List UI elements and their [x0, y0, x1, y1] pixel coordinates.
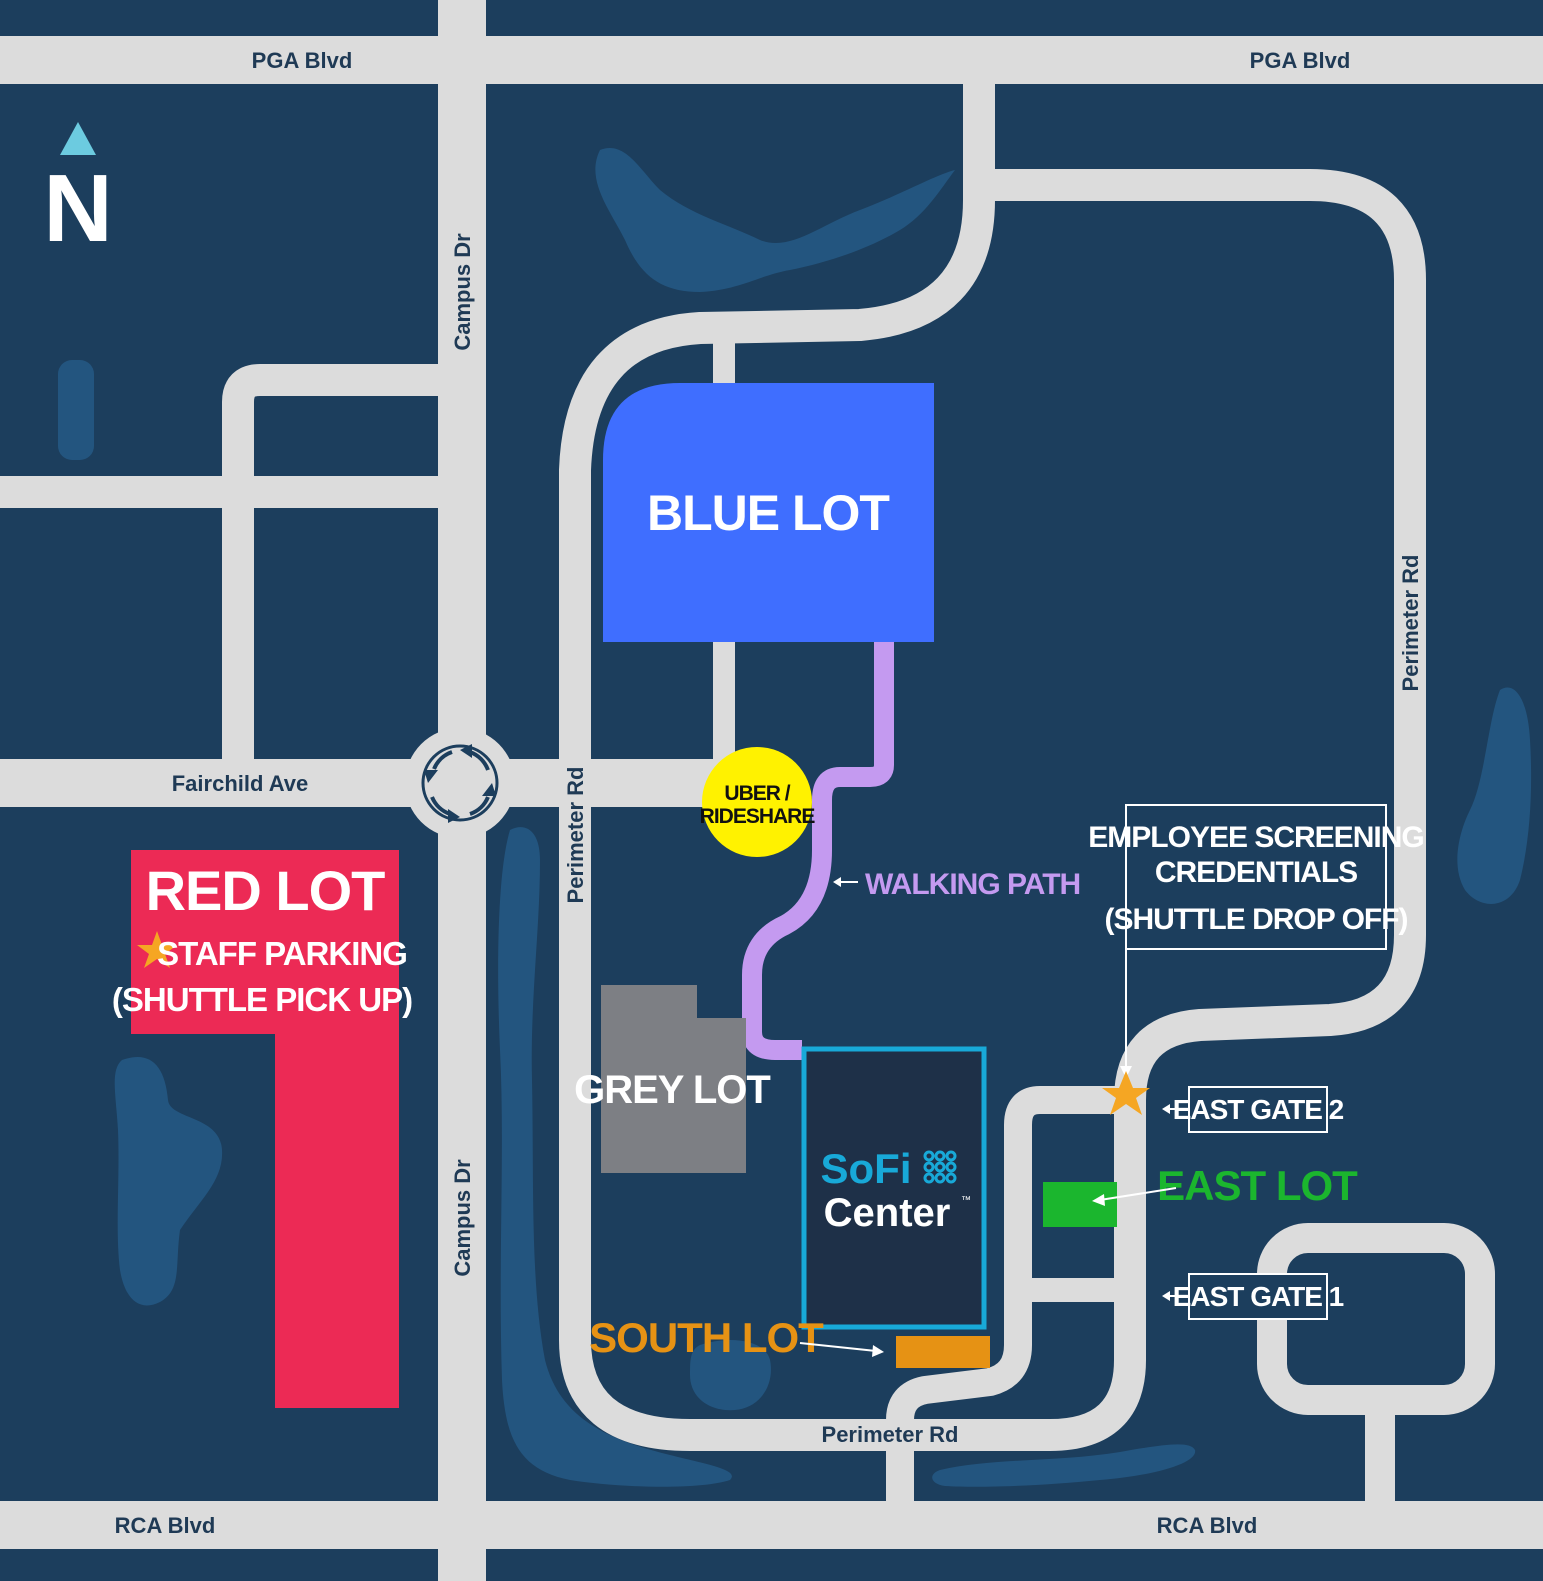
perimeter-rd-label-bottom: Perimeter Rd: [822, 1422, 959, 1447]
south-lot: SOUTH LOT: [589, 1314, 990, 1368]
walking-path: [742, 642, 894, 1060]
sofi-center-venue: SoFi Center ™: [801, 1046, 987, 1330]
north-letter: N: [43, 155, 112, 262]
employee-screening-callout: EMPLOYEE SCREENING CREDENTIALS (SHUTTLE …: [1088, 804, 1425, 1115]
pga-blvd-label-left: PGA Blvd: [252, 48, 353, 73]
perimeter-rd-label-right: Perimeter Rd: [1398, 555, 1423, 692]
campus-dr-label-top: Campus Dr: [450, 233, 475, 351]
water-bodies: [58, 148, 1532, 1487]
pga-blvd-label-right: PGA Blvd: [1250, 48, 1351, 73]
dropoff-star-icon: [1102, 1071, 1150, 1115]
screening-line2: CREDENTIALS: [1155, 856, 1357, 889]
west-loop-road: [222, 364, 440, 770]
pond-north: [595, 148, 955, 292]
venue-name-sofi: SoFi: [821, 1145, 912, 1192]
staff-star-icon: [137, 931, 177, 968]
north-compass: N: [43, 122, 113, 262]
pond-west-small: [58, 360, 94, 460]
north-arrow-icon: [60, 122, 96, 155]
red-lot-label: RED LOT: [146, 859, 386, 922]
road-labels: PGA Blvd PGA Blvd RCA Blvd RCA Blvd Fair…: [115, 48, 1423, 1538]
red-lot-shuttle: (SHUTTLE PICK UP): [112, 981, 412, 1018]
rca-blvd-label-right: RCA Blvd: [1157, 1513, 1258, 1538]
east-lot-loop: [886, 1086, 1130, 1525]
screening-line1: EMPLOYEE SCREENING: [1088, 821, 1423, 854]
venue-name-center: Center: [824, 1191, 951, 1235]
east-lot: EAST LOT: [1043, 1162, 1359, 1227]
pond-east: [1457, 687, 1532, 904]
roundabout: [405, 728, 515, 838]
east-lot-label: EAST LOT: [1157, 1162, 1358, 1209]
red-lot-staff-parking: STAFF PARKING: [157, 935, 407, 972]
rideshare-line2: RIDESHARE: [700, 805, 816, 828]
pond-south: [690, 1340, 771, 1411]
blue-lot-label: BLUE LOT: [647, 485, 889, 541]
pond-southeast: [932, 1444, 1196, 1487]
rca-blvd-label-left: RCA Blvd: [115, 1513, 216, 1538]
fairchild-ave-label: Fairchild Ave: [172, 771, 309, 796]
rideshare-line1: UBER /: [724, 782, 790, 805]
east-gate-1-label: EAST GATE 1: [1173, 1281, 1344, 1312]
red-lot: RED LOT STAFF PARKING (SHUTTLE PICK UP): [112, 850, 413, 1408]
pond-center-west: [498, 827, 732, 1487]
south-lot-label: SOUTH LOT: [589, 1314, 824, 1361]
walking-path-label: WALKING PATH: [865, 868, 1080, 901]
pond-west-large: [114, 1056, 223, 1306]
east-gate-1: EAST GATE 1: [1162, 1273, 1345, 1320]
grey-lot: GREY LOT: [574, 985, 771, 1173]
walking-path-callout: WALKING PATH: [833, 868, 1081, 901]
campus-dr-label-bottom: Campus Dr: [450, 1159, 475, 1277]
blue-lot: BLUE LOT: [603, 383, 934, 642]
perimeter-rd-label-left: Perimeter Rd: [563, 767, 588, 904]
grey-lot-label: GREY LOT: [574, 1068, 770, 1112]
screening-line3: (SHUTTLE DROP OFF): [1104, 903, 1407, 936]
east-gate-2-label: EAST GATE 2: [1173, 1094, 1344, 1125]
venue-logo-icon: [923, 1150, 957, 1184]
rideshare-marker: UBER / RIDESHARE: [700, 747, 816, 857]
east-gate-2: EAST GATE 2: [1162, 1086, 1345, 1133]
venue-tm: ™: [961, 1195, 971, 1206]
perimeter-west-road: [559, 60, 1426, 1451]
